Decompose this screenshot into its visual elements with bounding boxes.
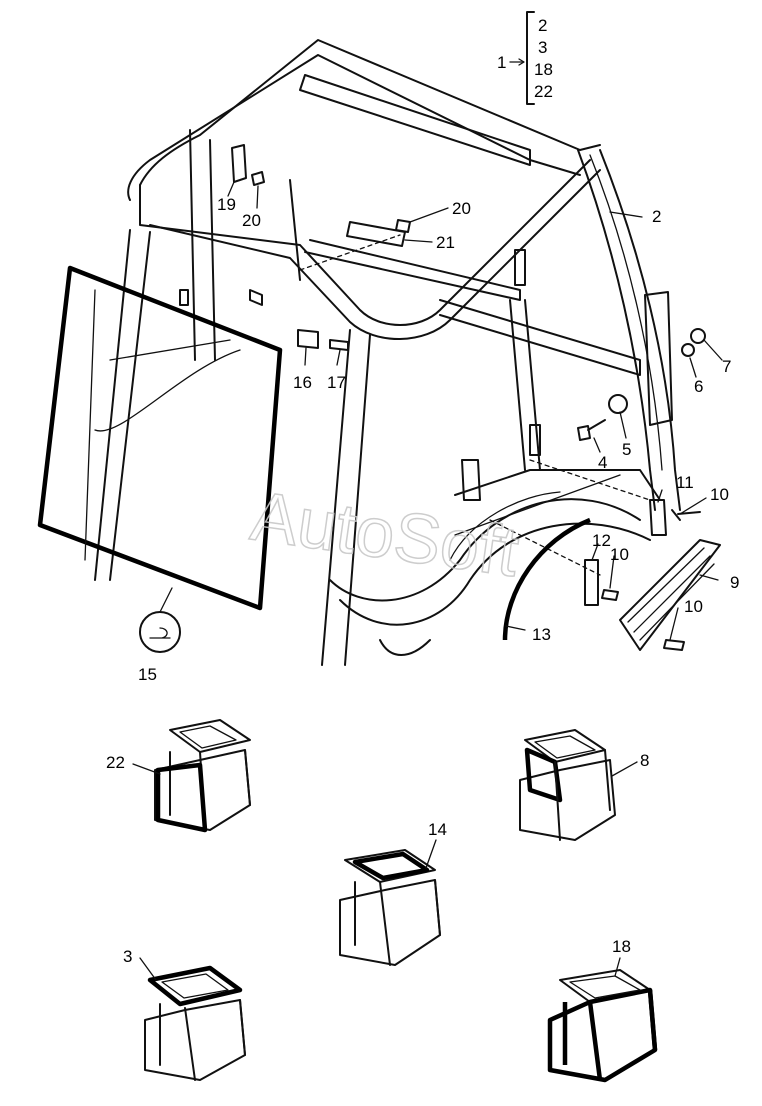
variant-cab-14 xyxy=(339,849,441,966)
bolt-4 xyxy=(577,419,606,441)
variant-label-18: 18 xyxy=(612,937,631,956)
variant-label-8: 8 xyxy=(640,751,649,770)
callout-7: 7 xyxy=(722,357,731,376)
assembly-child-4: 22 xyxy=(534,82,553,101)
screw-20-right xyxy=(395,219,411,233)
assembly-child-2: 3 xyxy=(538,38,547,57)
bracket-11 xyxy=(649,499,667,536)
callout-13: 13 xyxy=(532,625,551,644)
screw-10-b xyxy=(601,589,619,601)
callout-16: 16 xyxy=(293,373,312,392)
nut-6 xyxy=(681,343,695,357)
assembly-parent-label: 1 xyxy=(497,53,506,72)
sticker-15 xyxy=(139,611,181,653)
hardware-parts xyxy=(139,144,721,653)
plate-12 xyxy=(584,559,599,606)
variant-label-22: 22 xyxy=(106,753,125,772)
callout-10-b: 10 xyxy=(610,545,629,564)
screw-20-left xyxy=(251,171,265,186)
leader-lines xyxy=(159,181,723,641)
grille-9 xyxy=(619,539,721,651)
callout-10-c: 10 xyxy=(684,597,703,616)
callout-labels: 2 4 5 6 7 9 10 10 10 11 12 13 15 16 17 1… xyxy=(138,195,739,684)
callout-20-left: 20 xyxy=(242,211,261,230)
callout-9: 9 xyxy=(730,573,739,592)
callout-6: 6 xyxy=(694,377,703,396)
front-glass-panel xyxy=(37,265,283,611)
plate-16 xyxy=(297,329,319,349)
callout-10-a: 10 xyxy=(710,485,729,504)
variant-label-14: 14 xyxy=(428,820,447,839)
callout-5: 5 xyxy=(622,440,631,459)
callout-21: 21 xyxy=(436,233,455,252)
callout-19: 19 xyxy=(217,195,236,214)
variant-cab-3 xyxy=(144,965,246,1081)
assembly-child-1: 2 xyxy=(538,16,547,35)
callout-20-right: 20 xyxy=(452,199,471,218)
cab-frame xyxy=(94,39,681,666)
lamp-21 xyxy=(346,221,406,247)
variant-cab-18 xyxy=(547,969,658,1083)
screw-17 xyxy=(329,339,349,351)
cap-7 xyxy=(690,328,706,344)
callout-11: 11 xyxy=(676,473,694,492)
variant-cab-8 xyxy=(519,729,616,841)
hinge-19 xyxy=(231,144,247,183)
variant-label-3: 3 xyxy=(123,947,132,966)
callout-17: 17 xyxy=(327,373,346,392)
variant-cab-22 xyxy=(154,719,251,833)
callout-4: 4 xyxy=(598,453,607,472)
callout-12: 12 xyxy=(592,531,611,550)
assembly-index: 1 2 3 18 22 xyxy=(497,11,553,105)
screw-10-a xyxy=(671,509,701,521)
callout-15: 15 xyxy=(138,665,157,684)
watermark: AutoSoft xyxy=(247,477,524,592)
callout-2: 2 xyxy=(652,207,661,226)
seal-strip-13 xyxy=(502,517,591,641)
assembly-bracket xyxy=(526,11,535,105)
washer-5 xyxy=(608,394,628,414)
assembly-child-3: 18 xyxy=(534,60,553,79)
screw-10-c xyxy=(663,639,685,651)
